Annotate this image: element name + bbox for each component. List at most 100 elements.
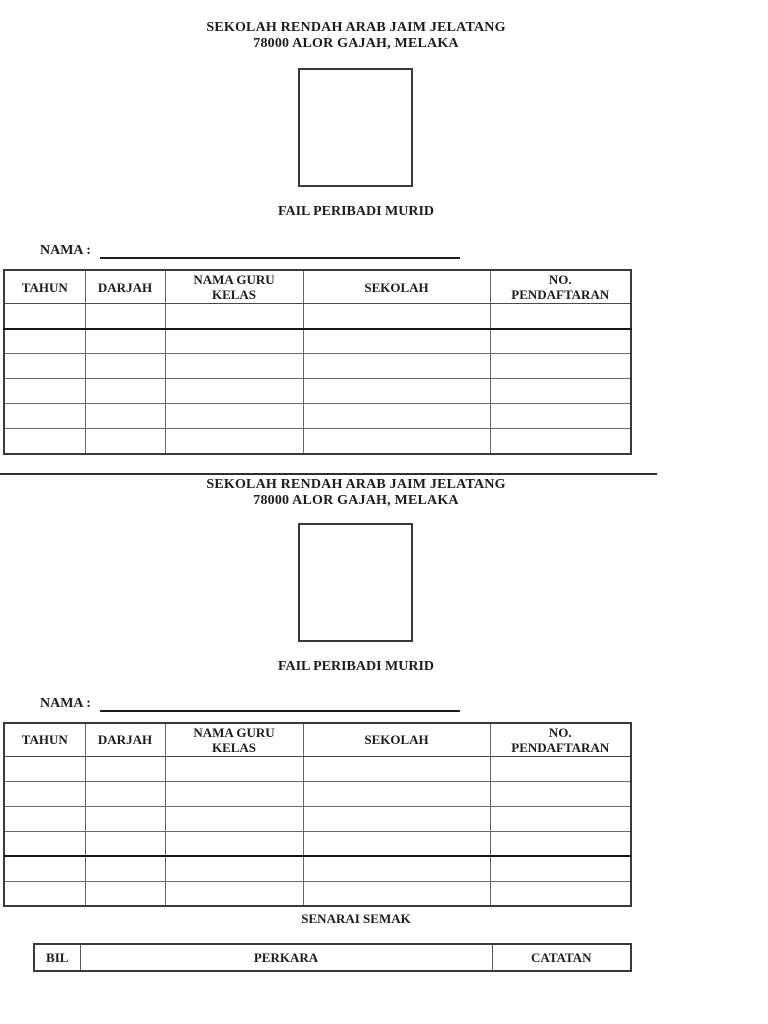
empty-cell — [302, 755, 491, 782]
empty-cell — [84, 755, 166, 782]
empty-cell — [3, 328, 86, 354]
header-row: BIL PERKARA CATATAN — [33, 943, 632, 972]
empty-cell — [302, 880, 491, 907]
empty-cell — [84, 303, 166, 330]
col-header-sekolah: SEKOLAH — [302, 269, 491, 304]
empty-cell — [164, 780, 304, 807]
col-header-darjah: DARJAH — [84, 722, 166, 757]
form-section-2: SEKOLAH RENDAH ARAB JAIM JELATANG 78000 … — [0, 477, 768, 907]
empty-table-row — [3, 880, 632, 907]
name-label: NAMA : — [40, 243, 91, 258]
empty-cell — [164, 830, 304, 857]
empty-cell — [84, 880, 166, 907]
empty-cell — [3, 353, 86, 379]
empty-cell — [489, 403, 632, 429]
empty-cell — [3, 880, 86, 907]
empty-cell — [489, 328, 632, 354]
form-title: FAIL PERIBADI MURID — [277, 658, 435, 674]
records-table-body — [3, 303, 632, 454]
empty-cell — [489, 880, 632, 907]
empty-table-row — [3, 303, 632, 330]
empty-cell — [164, 428, 304, 454]
col-header-nama-guru-kelas: NAMA GURU KELAS — [164, 269, 304, 304]
empty-cell — [302, 303, 491, 330]
school-name: SEKOLAH RENDAH ARAB JAIM JELATANG — [206, 476, 506, 492]
empty-cell — [84, 428, 166, 454]
empty-table-row — [3, 855, 632, 882]
page-divider-rule — [0, 472, 657, 475]
empty-cell — [164, 880, 304, 907]
checklist-table-header: BIL PERKARA CATATAN — [33, 943, 632, 972]
empty-cell — [3, 805, 86, 832]
empty-cell — [164, 353, 304, 379]
empty-cell — [3, 855, 86, 882]
empty-cell — [3, 755, 86, 782]
col-header-no-pendaftaran: NO. PENDAFTARAN — [489, 722, 632, 757]
empty-cell — [489, 855, 632, 882]
form-title: FAIL PERIBADI MURID — [277, 204, 435, 219]
empty-cell — [84, 830, 166, 857]
col-header-sekolah: SEKOLAH — [302, 722, 491, 757]
empty-cell — [302, 428, 491, 454]
empty-cell — [84, 353, 166, 379]
records-table-body — [3, 755, 632, 907]
name-field-row: NAMA : — [40, 694, 768, 712]
empty-cell — [164, 755, 304, 782]
empty-cell — [84, 855, 166, 882]
records-table: TAHUN DARJAH NAMA GURU KELAS SEKOLAH NO.… — [3, 721, 632, 907]
empty-table-row — [3, 403, 632, 429]
empty-table-row — [3, 780, 632, 807]
empty-cell — [489, 805, 632, 832]
records-table: TAHUN DARJAH NAMA GURU KELAS SEKOLAH NO.… — [3, 269, 632, 455]
col-header-bil: BIL — [33, 943, 81, 972]
school-name: SEKOLAH RENDAH ARAB JAIM JELATANG — [206, 20, 506, 35]
empty-cell — [489, 780, 632, 807]
empty-cell — [489, 378, 632, 404]
records-table-header: TAHUN DARJAH NAMA GURU KELAS SEKOLAH NO.… — [3, 722, 632, 757]
empty-cell — [164, 303, 304, 330]
col-header-no-pendaftaran: NO. PENDAFTARAN — [489, 269, 632, 304]
col-header-tahun: TAHUN — [3, 269, 86, 304]
name-field-row: NAMA : — [40, 241, 768, 259]
header-row: TAHUN DARJAH NAMA GURU KELAS SEKOLAH NO.… — [3, 269, 632, 304]
form-section-1: SEKOLAH RENDAH ARAB JAIM JELATANG 78000 … — [0, 20, 768, 455]
photo-placeholder-box — [298, 68, 413, 187]
school-address: 78000 ALOR GAJAH, MELAKA — [253, 492, 459, 508]
empty-table-row — [3, 755, 632, 782]
empty-cell — [302, 830, 491, 857]
empty-cell — [84, 780, 166, 807]
empty-cell — [3, 780, 86, 807]
empty-cell — [489, 830, 632, 857]
header-row: TAHUN DARJAH NAMA GURU KELAS SEKOLAH NO.… — [3, 722, 632, 757]
col-header-tahun: TAHUN — [3, 722, 86, 757]
empty-cell — [489, 353, 632, 379]
empty-cell — [302, 328, 491, 354]
empty-cell — [3, 303, 86, 330]
school-address: 78000 ALOR GAJAH, MELAKA — [253, 36, 459, 51]
empty-cell — [84, 378, 166, 404]
empty-cell — [164, 328, 304, 354]
empty-cell — [84, 403, 166, 429]
empty-cell — [489, 755, 632, 782]
name-blank-line — [99, 696, 460, 712]
empty-cell — [84, 328, 166, 354]
empty-cell — [489, 428, 632, 454]
empty-cell — [489, 303, 632, 330]
empty-cell — [164, 855, 304, 882]
empty-cell — [302, 378, 491, 404]
empty-cell — [164, 805, 304, 832]
empty-cell — [3, 378, 86, 404]
school-header: SEKOLAH RENDAH ARAB JAIM JELATANG 78000 … — [0, 20, 712, 52]
col-header-nama-guru-kelas: NAMA GURU KELAS — [164, 722, 304, 757]
records-table-header: TAHUN DARJAH NAMA GURU KELAS SEKOLAH NO.… — [3, 269, 632, 304]
empty-table-row — [3, 428, 632, 454]
empty-cell — [164, 378, 304, 404]
empty-cell — [302, 353, 491, 379]
school-header: SEKOLAH RENDAH ARAB JAIM JELATANG 78000 … — [0, 477, 712, 509]
checklist-title: SENARAI SEMAK — [301, 911, 411, 926]
empty-cell — [3, 403, 86, 429]
photo-placeholder-box — [298, 522, 413, 642]
empty-cell — [164, 403, 304, 429]
col-header-catatan: CATATAN — [491, 943, 632, 972]
empty-cell — [302, 805, 491, 832]
